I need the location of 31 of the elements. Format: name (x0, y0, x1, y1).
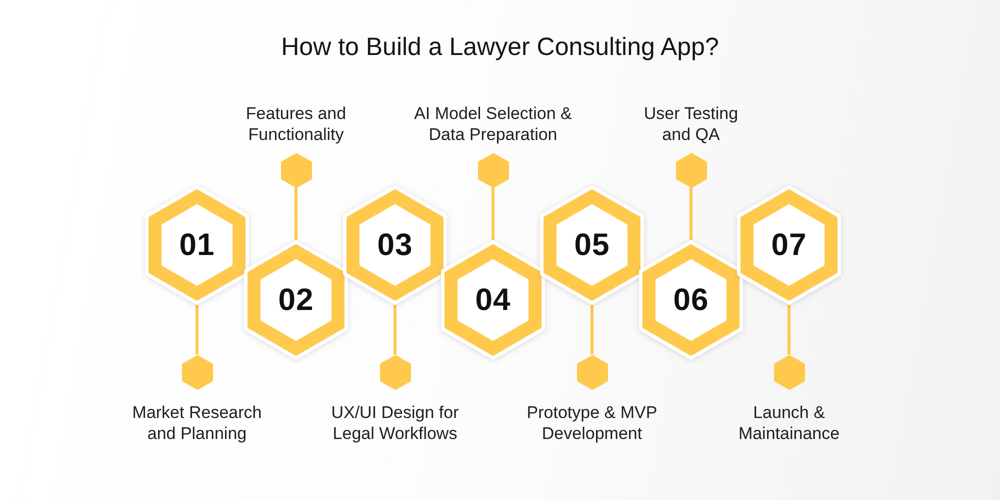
hexagon-marker (478, 152, 508, 188)
step-number: 06 (673, 283, 709, 317)
hexagon-step-badge (639, 240, 743, 360)
connector-line (788, 305, 790, 354)
step-label: Features and Functionality (244, 102, 348, 144)
step-label: AI Model Selection & Data Preparation (413, 102, 573, 144)
step-label: User Testing and QA (642, 102, 740, 144)
step-number: 07 (771, 228, 807, 262)
connector-line (196, 305, 198, 354)
step-number: 02 (278, 283, 314, 317)
connector-line (690, 188, 692, 240)
step-number: 01 (179, 228, 215, 262)
connector-line (492, 188, 494, 240)
hexagon-marker (576, 354, 608, 390)
step-number: 03 (377, 228, 413, 262)
hexagon-step-badge (737, 185, 841, 305)
hexagon-marker (676, 152, 706, 188)
step-label: Prototype & MVP Development (526, 402, 658, 444)
connector-line (294, 188, 298, 240)
connector-line (590, 305, 594, 354)
hexagon-marker (380, 354, 410, 390)
step-number: 04 (475, 283, 511, 317)
step-label: Market Research and Planning (131, 402, 263, 444)
hexagon-marker (774, 354, 804, 390)
step-label: UX/UI Design for Legal Workflows (330, 402, 460, 444)
hexagon-marker (182, 354, 212, 390)
step-number: 05 (574, 228, 610, 262)
step-label: Launch & Maintainance (737, 402, 841, 444)
diagram-title: How to Build a Lawyer Consulting App? (280, 32, 720, 63)
hexagon-marker (280, 152, 312, 188)
connector-line (394, 305, 396, 354)
